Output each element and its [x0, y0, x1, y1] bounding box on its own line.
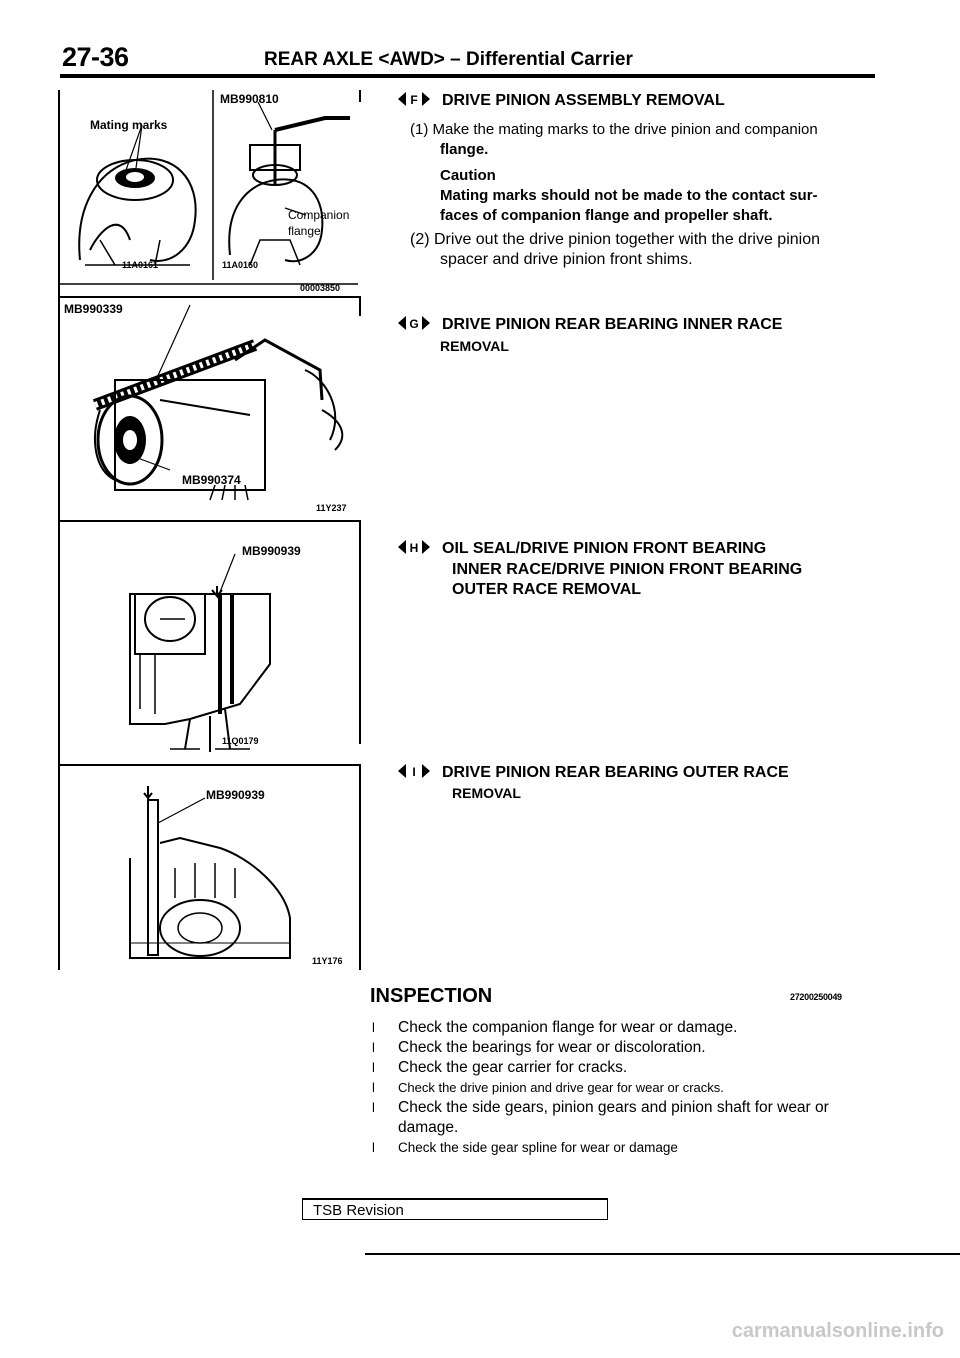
section-letter: H [410, 541, 419, 554]
watermark: carmanualsonline.info [731, 1320, 944, 1342]
bearing-puller-illustration [92, 304, 344, 501]
bullet-marker: l [372, 1060, 375, 1075]
section-f-heading: F DRIVE PINION ASSEMBLY REMOVAL [398, 92, 725, 110]
carrier-cross-section-illustration [129, 553, 271, 752]
figure-divider [359, 296, 361, 316]
heading-text: OUTER RACE REMOVAL [452, 581, 642, 598]
footer-rule [365, 1253, 960, 1255]
companion-label: Companion [288, 208, 350, 222]
inspection-title: INSPECTION [370, 985, 493, 1007]
bullet-marker: l [372, 1080, 375, 1095]
heading-text: OIL SEAL/DRIVE PINION FRONT BEARING [442, 540, 767, 557]
figure-divider [58, 296, 361, 298]
header-rule [60, 74, 875, 78]
section-arrow-icon: F [398, 92, 430, 106]
inspection-code: 27200250049 [790, 992, 842, 1002]
figure-divider [359, 90, 361, 102]
figure-divider [359, 764, 361, 970]
tool-label: MB990939 [206, 788, 265, 802]
section-i-heading: I DRIVE PINION REAR BEARING OUTER RACE [398, 764, 789, 782]
caution-text: Mating marks should not be made to the c… [440, 187, 818, 204]
figure-code: 11Y237 [316, 503, 347, 513]
bullet-marker: l [372, 1140, 375, 1155]
bullet-marker: l [372, 1100, 375, 1115]
section-letter: F [410, 93, 417, 106]
mating-marks-label: Mating marks [90, 118, 168, 132]
heading-text: INNER RACE/DRIVE PINION FRONT BEARING [452, 561, 803, 578]
bullet-marker: l [372, 1040, 375, 1055]
caution-text: faces of companion flange and propeller … [440, 207, 773, 224]
figure-rear-outer-race-removal: MB990939 11Y176 [60, 768, 360, 968]
differential-flange-illustration [60, 90, 358, 285]
heading-text: REMOVAL [452, 785, 521, 801]
page-title: REAR AXLE <AWD> – Differential Carrier [264, 49, 633, 70]
section-g-heading: G DRIVE PINION REAR BEARING INNER RACE [398, 316, 782, 334]
figure-reference: 00003850 [300, 283, 341, 293]
caution-title: Caution [440, 167, 496, 184]
section-letter: G [409, 317, 418, 330]
tool-label: MB990374 [182, 473, 241, 487]
figure-divider [58, 764, 361, 766]
heading-text: REMOVAL [440, 338, 509, 354]
figure-code: 11Y176 [312, 956, 343, 966]
figure-code: 11A0161 [122, 260, 159, 270]
figure-rear-bearing-puller: MB990339 MB990374 11Y237 [60, 300, 360, 518]
tool-label: MB990339 [64, 302, 123, 316]
step-text: spacer and drive pinion front shims. [440, 251, 693, 268]
carrier-section-illustration [129, 786, 291, 959]
page-number: 27-36 [62, 42, 129, 72]
figure-column [58, 90, 363, 970]
figure-divider [58, 520, 361, 522]
tool-label: MB990939 [242, 544, 301, 558]
heading-text: DRIVE PINION ASSEMBLY REMOVAL [442, 92, 725, 109]
section-letter: I [412, 765, 415, 778]
tsb-revision-box: TSB Revision [302, 1198, 608, 1220]
tool-label: MB990810 [220, 92, 279, 106]
flange-label: flange [288, 224, 321, 238]
section-arrow-icon: I [398, 764, 430, 778]
figure-code: 11A0160 [222, 260, 259, 270]
heading-text: DRIVE PINION REAR BEARING OUTER RACE [442, 764, 789, 781]
step-text: flange. [440, 141, 489, 158]
step-text: (2) Drive out the drive pinion together … [410, 231, 820, 248]
figure-mating-marks: Mating marks 11A0161 MB990810 Companion … [60, 90, 360, 295]
step-text: (1) Make the mating marks to the drive p… [410, 121, 818, 138]
figure-divider [359, 520, 361, 744]
figure-code: 11Q0179 [222, 736, 259, 746]
bullet-marker: l [372, 1020, 375, 1035]
section-arrow-icon: G [398, 316, 430, 330]
heading-text: DRIVE PINION REAR BEARING INNER RACE [442, 316, 783, 333]
section-arrow-icon: H [398, 540, 430, 554]
section-h-heading: H OIL SEAL/DRIVE PINION FRONT BEARING [398, 540, 766, 558]
figure-front-bearing-removal: MB990939 11Q0179 [60, 524, 360, 762]
